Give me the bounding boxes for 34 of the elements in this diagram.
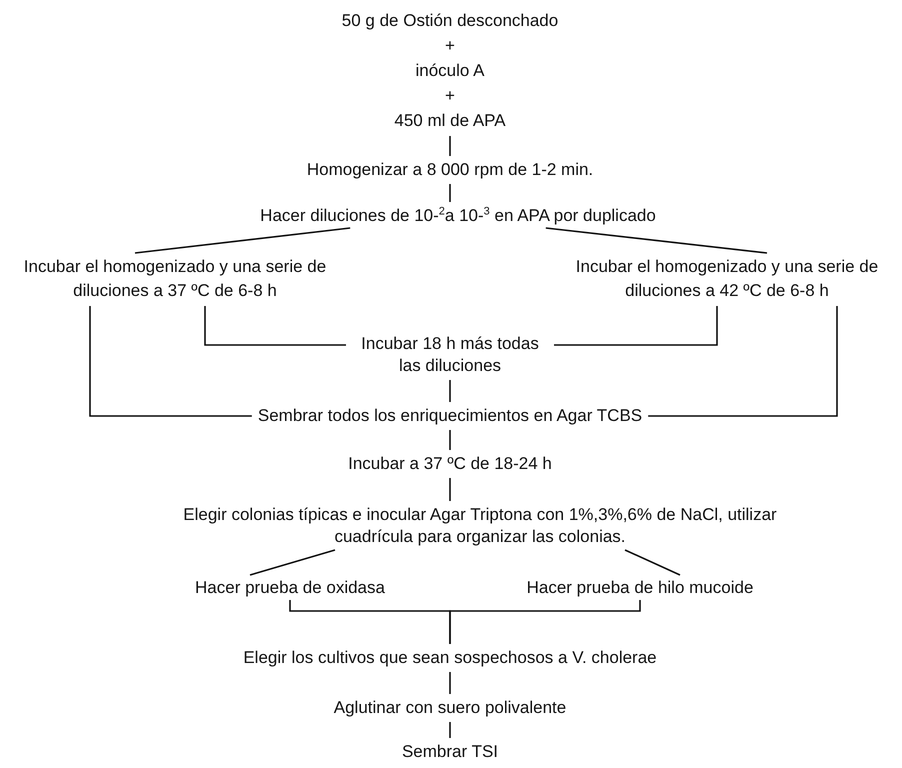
connector-line — [449, 600, 641, 644]
connector-line — [449, 184, 451, 202]
connector-line — [449, 136, 451, 156]
step-text: Elegir los cultivos que sean sospechosos a V. cholerae — [243, 647, 657, 669]
connector-line — [134, 227, 350, 254]
connector-line — [89, 306, 252, 417]
step-text: Hacer prueba de oxidasa — [195, 577, 385, 599]
connector-line — [449, 722, 451, 738]
connector-line — [624, 549, 680, 576]
step-text: + — [444, 35, 456, 57]
connector-line — [449, 672, 451, 694]
step-text: Sembrar TSI — [402, 741, 498, 763]
connector-line — [204, 306, 346, 346]
step-text: Hacer diluciones de 10-$^{2}$a 10-$^{3}$ en APA por duplicado — [260, 205, 656, 227]
step-text: Incubar 18 h más todas las diluciones — [360, 333, 540, 377]
step-text: Incubar a 37 ºC de 18-24 h — [348, 453, 552, 475]
step-text: Incubar el homogenizado y una serie de diluciones a 37 ºC de 6-8 h — [22, 256, 328, 302]
connector-line — [449, 430, 451, 450]
step-text: Incubar el homogenizado y una serie de diluciones a 42 ºC de 6-8 h — [574, 256, 880, 302]
connector-line — [546, 227, 768, 254]
connector-line — [648, 306, 838, 417]
step-text: + — [444, 85, 456, 107]
step-text: 450 ml de APA — [393, 110, 507, 132]
connector-line — [449, 380, 451, 402]
step-text: Hacer prueba de hilo mucoide — [526, 577, 754, 599]
connector-line — [554, 306, 718, 346]
connector-line — [449, 478, 451, 501]
step-text: Aglutinar con suero polivalente — [334, 697, 566, 719]
step-text: inóculo A — [414, 60, 486, 82]
step-text: Elegir colonias típicas e inocular Agar Triptona con 1%,3%,6% de NaCl, utilizar cuadrícula para organizar las colonias. — [182, 504, 778, 548]
step-text: 50 g de Ostión desconchado — [340, 10, 560, 32]
connector-line — [250, 549, 336, 576]
step-text: Homogenizar a 8 000 rpm de 1-2 min. — [306, 159, 594, 181]
step-text: Sembrar todos los enriquecimientos en Agar TCBS — [258, 405, 642, 427]
